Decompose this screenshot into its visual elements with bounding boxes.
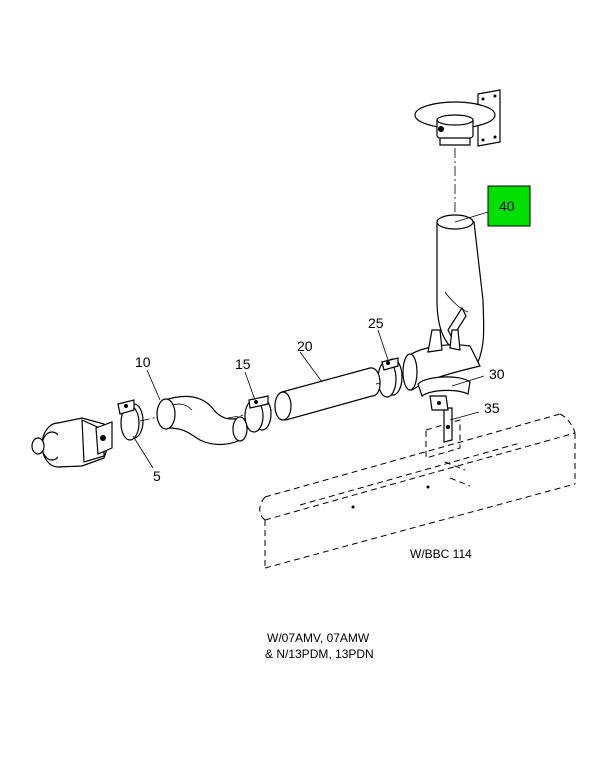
callout-25: 25: [368, 315, 384, 331]
clamp-25: [377, 357, 403, 398]
leader-lines: [132, 211, 489, 469]
callout-5: 5: [153, 468, 161, 484]
caption-bbc: W/BBC 114: [410, 547, 472, 561]
callout-15: 15: [235, 356, 251, 372]
clamp-30: [417, 376, 471, 411]
caption-line1: W/07AMV, 07AMW: [267, 631, 370, 645]
turbo-outlet: [31, 417, 113, 468]
bracket-35: [425, 407, 461, 459]
callout-40: 40: [499, 198, 515, 214]
highlight-box-40: [487, 185, 531, 227]
stack-cap-assembly: [414, 89, 501, 212]
callout-10: 10: [135, 354, 151, 370]
callout-35: 35: [484, 400, 500, 416]
stack-pipe-40: [436, 214, 485, 363]
clamp-5: [117, 399, 159, 441]
tube-20: [227, 367, 381, 421]
elbow-10: [156, 395, 248, 446]
clamp-15: [244, 395, 272, 433]
frame-rail: [259, 413, 576, 569]
callout-30: 30: [489, 366, 505, 382]
caption-line2: & N/13PDM, 13PDN: [265, 647, 374, 661]
callout-20: 20: [297, 338, 313, 354]
